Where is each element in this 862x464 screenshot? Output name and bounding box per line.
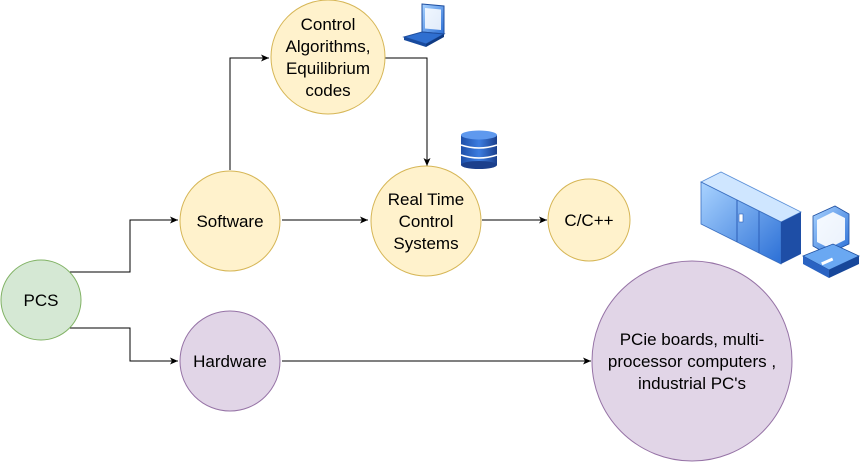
node-label-line: C/C++ [564,211,613,230]
database-icon [460,130,498,169]
server-rack-icon [700,171,802,265]
node-label-line: Hardware [193,352,267,371]
edge-software-control-algorithms [229,54,269,170]
edges [70,54,591,365]
node-label-line: processor computers , [608,352,776,371]
node-software-label: Software [196,212,263,231]
node-hardware-label: Hardware [193,352,267,371]
node-hardware[interactable]: Hardware [179,310,281,412]
node-pcie-boards[interactable]: PCie boards, multi-processor computers ,… [591,260,793,462]
node-pcs[interactable]: PCS [0,259,82,341]
node-label-line: Equilibrium [286,59,370,78]
edge-pcs-hardware [70,327,178,365]
node-label-line: industrial PC's [638,374,746,393]
node-pcs-label: PCS [24,291,59,310]
node-label-line: Systems [393,234,458,253]
node-label-line: Software [196,212,263,231]
laptop-icon [402,3,446,47]
edge-control-algorithms-real-time [385,57,431,166]
node-cpp-label: C/C++ [564,211,613,230]
node-label-line: PCie boards, multi- [620,330,765,349]
node-label-line: Algorithms, [285,37,370,56]
node-pcie-label: PCie boards, multi-processor computers ,… [608,330,776,393]
node-label-line: Real Time [388,190,465,209]
desktop-computer-icon [802,205,860,278]
node-label-line: PCS [24,291,59,310]
node-software[interactable]: Software [179,170,281,272]
node-label-line: Control [301,15,356,34]
node-label-line: Control [399,212,454,231]
node-label-line: codes [305,81,350,100]
node-cpp[interactable]: C/C++ [547,178,631,262]
edge-pcs-software [70,216,178,273]
